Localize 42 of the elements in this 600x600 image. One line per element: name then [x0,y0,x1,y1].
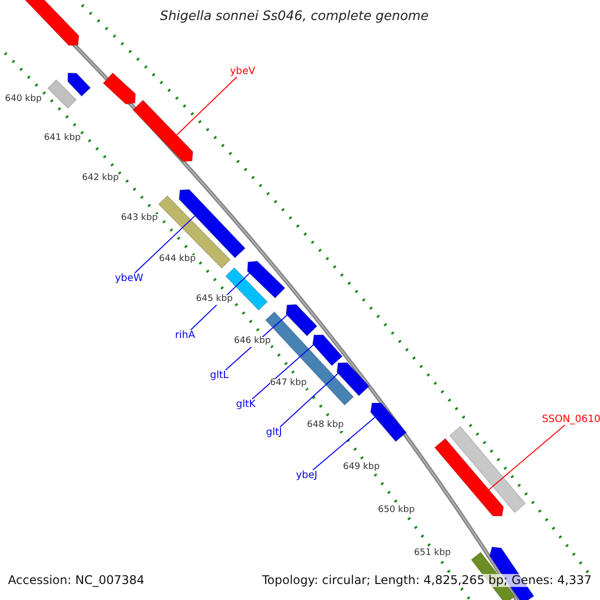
gene-label: gltJ [266,427,282,438]
gene-feature [102,72,136,105]
gene-feature [24,0,80,46]
scale-label: 646 kbp [234,337,271,347]
gene-feature [449,426,526,514]
scale-label: 651 kbp [414,549,451,559]
gene-feature [370,402,407,442]
scale-label: 645 kbp [196,295,233,305]
gene-label: ybeW [115,273,144,284]
gene-feature [286,304,318,337]
leader-line [252,344,314,400]
gene-label: gltK [236,399,256,410]
scale-label: 642 kbp [82,174,119,184]
map-title: Shigella sonnei Ss046, complete genome [160,10,429,24]
gene-feature [336,362,370,396]
leader-line [134,215,196,274]
gene-feature [47,79,77,109]
scale-label: 650 kbp [378,506,415,516]
genome-info-text: Topology: circular; Length: 4,825,265 bp; Genes: 4,337 [262,574,592,588]
leader-line [280,372,339,428]
gene-feature [434,438,504,516]
scale-label: 649 kbp [343,463,380,473]
gene-feature [246,260,286,299]
leader-line [176,76,238,136]
gene-label: SSON_0610 [542,414,600,425]
gene-feature [67,72,92,97]
leader-line [312,416,376,470]
gene-label: gltL [210,370,229,381]
accession-text: Accession: NC_007384 [8,574,144,588]
gene-feature [312,334,343,366]
scale-label: 648 kbp [307,421,344,431]
gene-label: ybeV [230,66,256,77]
scale-label: 643 kbp [121,214,158,224]
scale-label: 647 kbp [270,379,307,389]
gene-feature [132,99,194,162]
leader-line [488,424,566,490]
gene-feature [158,195,231,269]
gene-label: rihA [175,330,196,341]
gene-label: ybeJ [296,470,318,481]
scale-label: 641 kbp [44,134,81,144]
scale-label: 644 kbp [159,255,196,265]
scale-label: 640 kbp [5,95,42,105]
